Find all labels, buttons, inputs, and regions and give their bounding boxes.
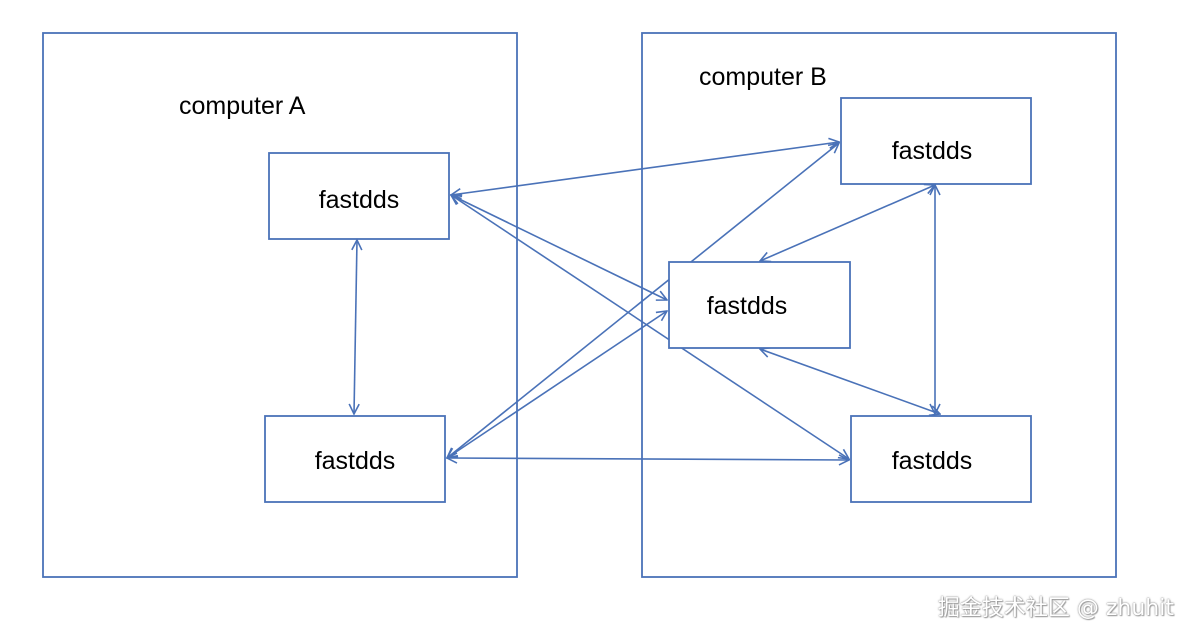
computer-a-label: computer A (179, 92, 306, 120)
arrow-a1-b2 (451, 195, 667, 300)
node-b1-label: fastdds (892, 137, 973, 165)
node-b2: fastdds (668, 261, 851, 349)
node-a1-box (268, 152, 450, 240)
node-a1-label: fastdds (319, 186, 400, 214)
watermark: 掘金技术社区 @ zhuhit (937, 596, 1174, 621)
connections (354, 142, 940, 460)
node-b3: fastdds (850, 415, 1032, 503)
node-b3-label: fastdds (892, 447, 973, 475)
node-a1: fastdds (268, 152, 450, 240)
arrow-b2-b3 (760, 349, 940, 414)
node-a2-label: fastdds (315, 447, 396, 475)
arrow-b1-b2 (760, 185, 935, 261)
node-a2: fastdds (264, 415, 446, 503)
computer-b-label: computer B (699, 63, 827, 91)
node-a2-box (264, 415, 446, 503)
arrow-a2-b2 (447, 311, 667, 458)
arrow-a1-a2 (354, 240, 357, 414)
arrow-a2-b3 (447, 458, 849, 460)
node-b3-box (850, 415, 1032, 503)
node-b2-box (668, 261, 851, 349)
node-b1: fastdds (840, 97, 1032, 185)
arrow-a1-b1 (451, 142, 839, 195)
node-b2-label: fastdds (707, 292, 788, 320)
node-b1-box (840, 97, 1032, 185)
